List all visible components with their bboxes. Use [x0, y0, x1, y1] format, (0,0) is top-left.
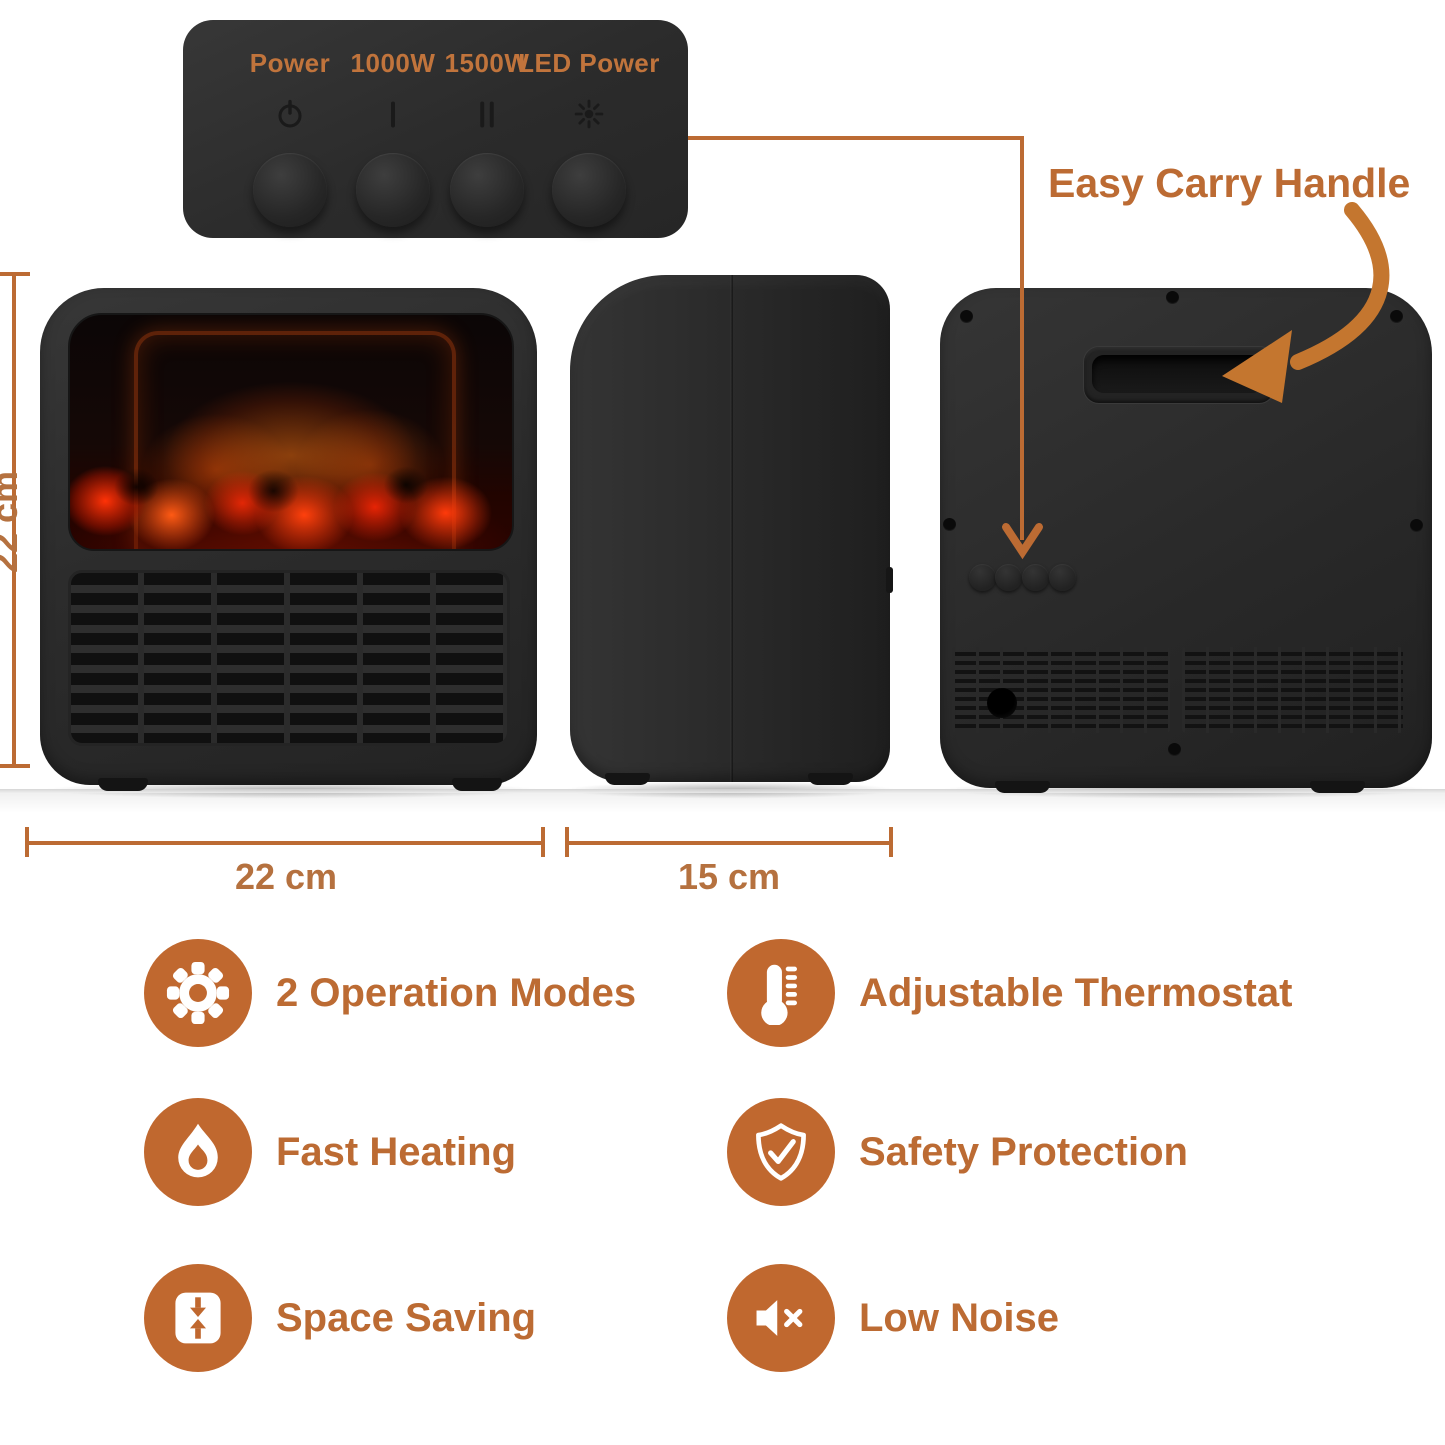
feature-low-noise: Low Noise [727, 1264, 1059, 1372]
gear-icon [166, 961, 230, 1025]
feature-label: Safety Protection [859, 1129, 1188, 1174]
power-button [253, 153, 327, 227]
mode-1000w-button [356, 153, 430, 227]
back-foot-left [995, 781, 1050, 793]
control-column-power: Power [228, 20, 352, 227]
feature-icon-circle [727, 939, 835, 1047]
width-dimension-tick-right [541, 827, 545, 857]
carry-handle-recess [1083, 346, 1275, 404]
feature-icon-circle [727, 1098, 835, 1206]
speaker-mute-icon [756, 1300, 803, 1336]
feature-operation-modes: 2 Operation Modes [144, 939, 636, 1047]
screw-top-left [960, 310, 973, 323]
screw-top-center [1166, 291, 1179, 304]
height-dimension-line [12, 274, 16, 768]
width-dimension-tick-left [25, 827, 29, 857]
screw-top-right [1390, 310, 1403, 323]
back-foot-right [1310, 781, 1365, 793]
callout-line-horizontal [688, 136, 1024, 140]
thermometer-icon [761, 964, 797, 1025]
feature-label: Adjustable Thermostat [859, 970, 1293, 1015]
screw-bottom-center [1168, 743, 1181, 756]
side-foot-right [808, 773, 853, 785]
height-dimension-tick-top [0, 272, 30, 276]
mode-i-icon [390, 101, 396, 128]
fireplace-inner-frame [134, 331, 456, 549]
feature-label: Space Saving [276, 1295, 537, 1340]
back-button-4 [1049, 564, 1076, 591]
control-column-1500w: 1500W [425, 20, 549, 227]
control-panel-closeup: Power 1000W 1500W LED Power [183, 20, 688, 238]
heater-front-view [40, 288, 537, 791]
back-vent-left [952, 647, 1170, 733]
fireplace-window [68, 313, 514, 551]
depth-dimension-tick-right [889, 827, 893, 857]
side-seam-line [730, 275, 733, 782]
control-column-led: LED Power [518, 20, 659, 227]
floor-line [0, 789, 1445, 793]
back-button-1 [969, 564, 996, 591]
width-dimension-label: 22 cm [234, 856, 338, 897]
front-air-grille [68, 570, 510, 746]
power-icon [278, 99, 302, 128]
easy-carry-handle-label: Easy Carry Handle [1048, 160, 1411, 206]
power-cord-hole [987, 688, 1017, 718]
feature-adjustable-thermostat: Adjustable Thermostat [727, 939, 1292, 1047]
feature-safety-protection: Safety Protection [727, 1098, 1188, 1206]
heater-side-view [570, 275, 893, 785]
power-label: Power [249, 48, 331, 78]
height-dimension-label: 22 cm [0, 470, 25, 574]
screw-mid-left [943, 518, 956, 531]
fireplace-coals [70, 449, 512, 549]
feature-icon-circle [144, 939, 252, 1047]
heater-back-view [940, 288, 1432, 793]
side-switch [886, 567, 893, 593]
mode-ii-icon [480, 101, 494, 128]
back-vent-right [1182, 647, 1403, 733]
led-power-label: LED Power [518, 48, 660, 78]
height-dimension-tick-bottom [0, 764, 30, 768]
led-light-icon [574, 99, 604, 129]
control-column-1000w: 1000W [331, 20, 455, 227]
feature-fast-heating: Fast Heating [144, 1098, 516, 1206]
callout-line-vertical [1020, 136, 1024, 540]
carry-handle-slot [1092, 355, 1264, 393]
feature-icon-circle [144, 1098, 252, 1206]
shield-check-icon [756, 1123, 806, 1181]
mode-1000w-label: 1000W [350, 48, 436, 78]
feature-icon-circle [727, 1264, 835, 1372]
screw-mid-right [1410, 519, 1423, 532]
floor-fade [0, 793, 1445, 813]
width-dimension-line [27, 841, 545, 845]
depth-dimension-line [567, 841, 891, 845]
back-button-2 [995, 564, 1022, 591]
back-button-3 [1022, 564, 1049, 591]
compress-icon [175, 1292, 221, 1344]
feature-space-saving: Space Saving [144, 1264, 536, 1372]
front-foot-left [98, 778, 148, 791]
front-foot-right [452, 778, 502, 791]
depth-dimension-tick-left [565, 827, 569, 857]
feature-label: Low Noise [859, 1295, 1060, 1340]
depth-dimension-label: 15 cm [677, 856, 781, 897]
feature-label: 2 Operation Modes [276, 970, 637, 1015]
mode-1500w-label: 1500W [444, 48, 530, 78]
side-foot-left [605, 773, 650, 785]
mode-1500w-button [450, 153, 524, 227]
led-power-button [552, 153, 626, 227]
flame-icon [178, 1123, 218, 1178]
feature-label: Fast Heating [276, 1129, 517, 1174]
feature-icon-circle [144, 1264, 252, 1372]
